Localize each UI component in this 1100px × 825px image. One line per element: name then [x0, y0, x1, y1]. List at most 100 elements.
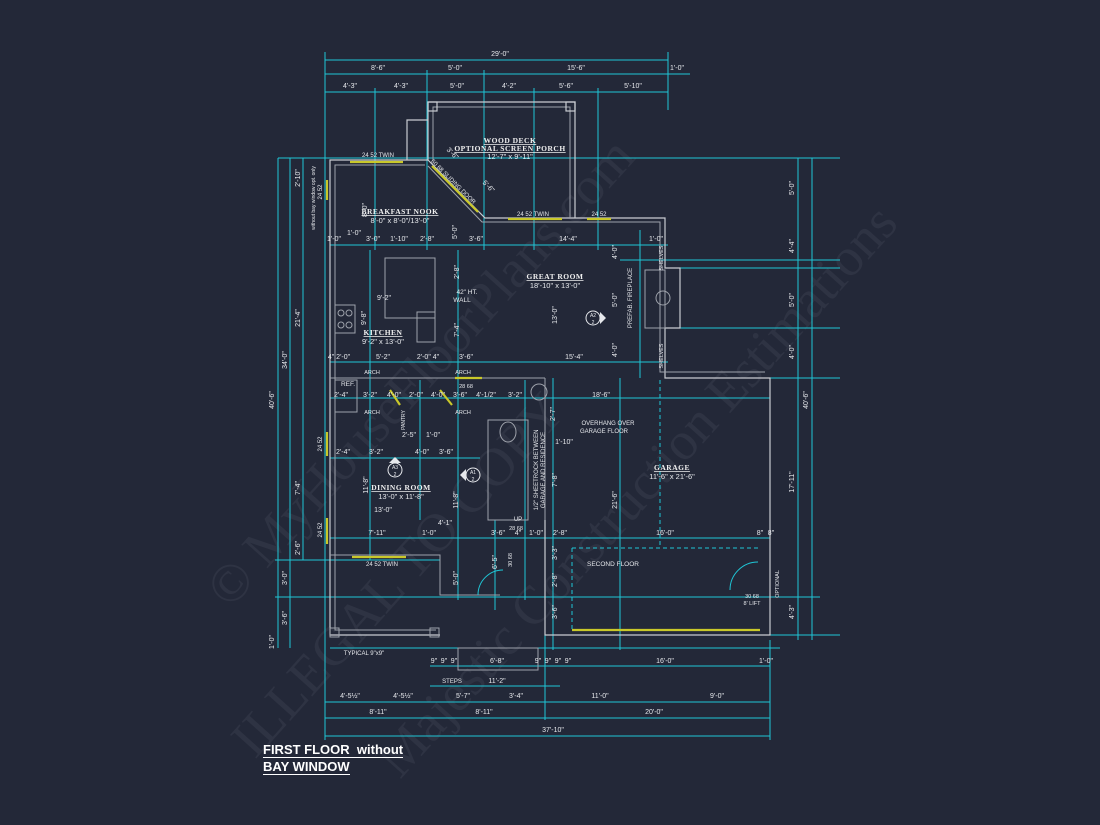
dim-label: 1'-0" — [426, 432, 440, 439]
section-marker-a3: A3 2 — [387, 457, 403, 478]
section-a1-label: A1 — [470, 470, 476, 476]
dim-label: 8'-6" — [371, 65, 385, 72]
dim-label: 9" — [431, 658, 438, 665]
dim-label: 5'-0" — [452, 225, 459, 239]
note-shelves: SHELVES — [659, 245, 665, 270]
note-steps: STEPS — [442, 679, 462, 685]
dim-label: 7'-4" — [454, 323, 461, 337]
dim-label: 5'-7" — [456, 693, 470, 700]
note-wall: WALL — [453, 297, 471, 304]
dim-label: 2'-10" — [295, 169, 302, 187]
dim-label: 3'-2" — [363, 392, 377, 399]
dim-label: 3'-2" — [369, 449, 383, 456]
note-door-2868: 28 68 — [459, 384, 473, 390]
section-a1-sheet: 2 — [472, 477, 475, 483]
room-labels: WOOD DECK OPTIONAL SCREEN PORCH 12'-7" x… — [362, 136, 696, 501]
dim-label: 5'-0" — [789, 181, 796, 195]
dim-label: 7'-11" — [368, 530, 386, 537]
dim-label: 2'-0" — [409, 392, 423, 399]
note-optional: OPTIONAL — [775, 570, 781, 598]
section-marker-a2: A2 2 — [585, 310, 606, 326]
room-breakfast-nook-name: BREAKFAST NOOK — [362, 207, 439, 216]
dim-label: 1'-0" — [529, 530, 543, 537]
dim-label: 4'-3" — [394, 83, 408, 90]
note-fireplace: PREFAB. FIREPLACE — [628, 268, 634, 328]
dim-label: 5'-6" — [481, 180, 496, 195]
note-wall-height: 42" HT. — [456, 289, 477, 296]
dim-label: 17'-11" — [789, 471, 796, 493]
dim-label: 40'-6" — [803, 391, 810, 409]
dim-label: 1'-0" — [327, 236, 341, 243]
dim-label: 5'-0" — [612, 293, 619, 307]
note-twin-window: 24 52 TWIN — [517, 212, 549, 218]
room-wood-deck-size: 12'-7" x 9'-11" — [487, 152, 533, 161]
note-garage-door-2: 8' LIFT — [744, 601, 762, 607]
dim-label: 4'-0" — [612, 343, 619, 357]
dim-label: 2'-4" — [336, 449, 350, 456]
note-bay-window: without bay window opt. only — [311, 166, 317, 230]
dim-label: 3'-4" — [509, 693, 523, 700]
dim-label: 40'-6" — [269, 391, 276, 409]
note-arch: ARCH — [364, 370, 380, 376]
dim-label: 16'-0" — [656, 658, 674, 665]
dim-label: 2'-8" — [420, 236, 434, 243]
dim-label: 11'-2" — [488, 678, 506, 685]
dim-label: 9" — [555, 658, 562, 665]
note-arch: ARCH — [455, 410, 471, 416]
dim-label: 2'-7" — [550, 407, 557, 421]
dim-label: 11'-8" — [453, 491, 460, 509]
room-great-room-size: 18'-10" x 13'-0" — [530, 281, 581, 290]
room-kitchen-name: KITCHEN — [364, 328, 403, 337]
dim-label: 1'-10" — [390, 236, 408, 243]
dim-label: 1'-0" — [269, 635, 276, 649]
room-breakfast-nook-size: 8'-0" x 8'-0"/13'-0" — [371, 216, 430, 225]
dim-label: 3'-6" — [453, 392, 467, 399]
dim-label: 5'-6" — [559, 83, 573, 90]
dim-label: 7'-8" — [552, 473, 559, 487]
note-up: UP — [514, 517, 522, 523]
dim-label: 15'-6" — [567, 65, 585, 72]
note-door-3068: 30 68 — [508, 553, 514, 567]
dim-bottom-overall: 37'-10" — [542, 727, 564, 734]
drawing-title-suffix: without — [356, 742, 404, 757]
dim-label: 4'-5½" — [393, 692, 413, 700]
note-door-2868: 28 68 — [509, 526, 523, 532]
dim-label: 14'-4" — [559, 236, 577, 243]
note-pantry: PANTRY — [401, 409, 407, 429]
room-garage-size: 11'-6" x 21'-6" — [649, 472, 695, 481]
dim-label: 34'-0" — [282, 351, 289, 369]
room-dining-room-size: 13'-0" x 11'-8" — [378, 492, 424, 501]
note-twin-window: 24 52 TWIN — [366, 562, 398, 568]
note-garage-door-1: 30 68 — [745, 594, 759, 600]
note-shelves: SHELVES — [659, 343, 665, 368]
dim-label: 9" — [441, 658, 448, 665]
dim-label: 4'-0" — [387, 392, 401, 399]
dim-label: 8'-11" — [369, 709, 387, 716]
dim-label: 8" — [757, 530, 764, 537]
dim-label: 3'-6" — [469, 236, 483, 243]
note-second-floor: SECOND FLOOR — [587, 561, 639, 568]
section-a3-sheet: 2 — [394, 472, 397, 478]
dim-label: 4" — [515, 530, 522, 537]
dim-label: 4'-3" — [789, 605, 796, 619]
dim-label: 5'-0" — [450, 83, 464, 90]
dim-label: 4'-0" — [431, 392, 445, 399]
note-window: 24 52 — [318, 184, 324, 200]
dim-label: 3'-0" — [282, 571, 289, 585]
dim-label: 3'-6" — [491, 530, 505, 537]
dim-label: 2'-8" — [552, 573, 559, 587]
dim-label: 1'-0" — [759, 658, 773, 665]
dim-label: 20'-0" — [645, 709, 663, 716]
dimension-lines — [275, 52, 840, 740]
dim-label: 6'-8" — [490, 658, 504, 665]
watermark: © MyHouseFloorPlans.com ILLEGAL TO COPY … — [194, 126, 908, 788]
dim-label: 1'-0" — [422, 530, 436, 537]
dim-label: 5'-10" — [624, 83, 642, 90]
dim-label: 4'-0" — [789, 345, 796, 359]
drawing-title-main: FIRST FLOOR — [263, 742, 350, 757]
dim-top-overall: 29'-0" — [491, 51, 509, 58]
dim-label: 3'-6" — [459, 354, 473, 361]
note-twin-window: 24 52 TWIN — [362, 153, 394, 159]
section-a2-label: A2 — [590, 313, 596, 319]
dim-label: 2'-4" — [334, 392, 348, 399]
